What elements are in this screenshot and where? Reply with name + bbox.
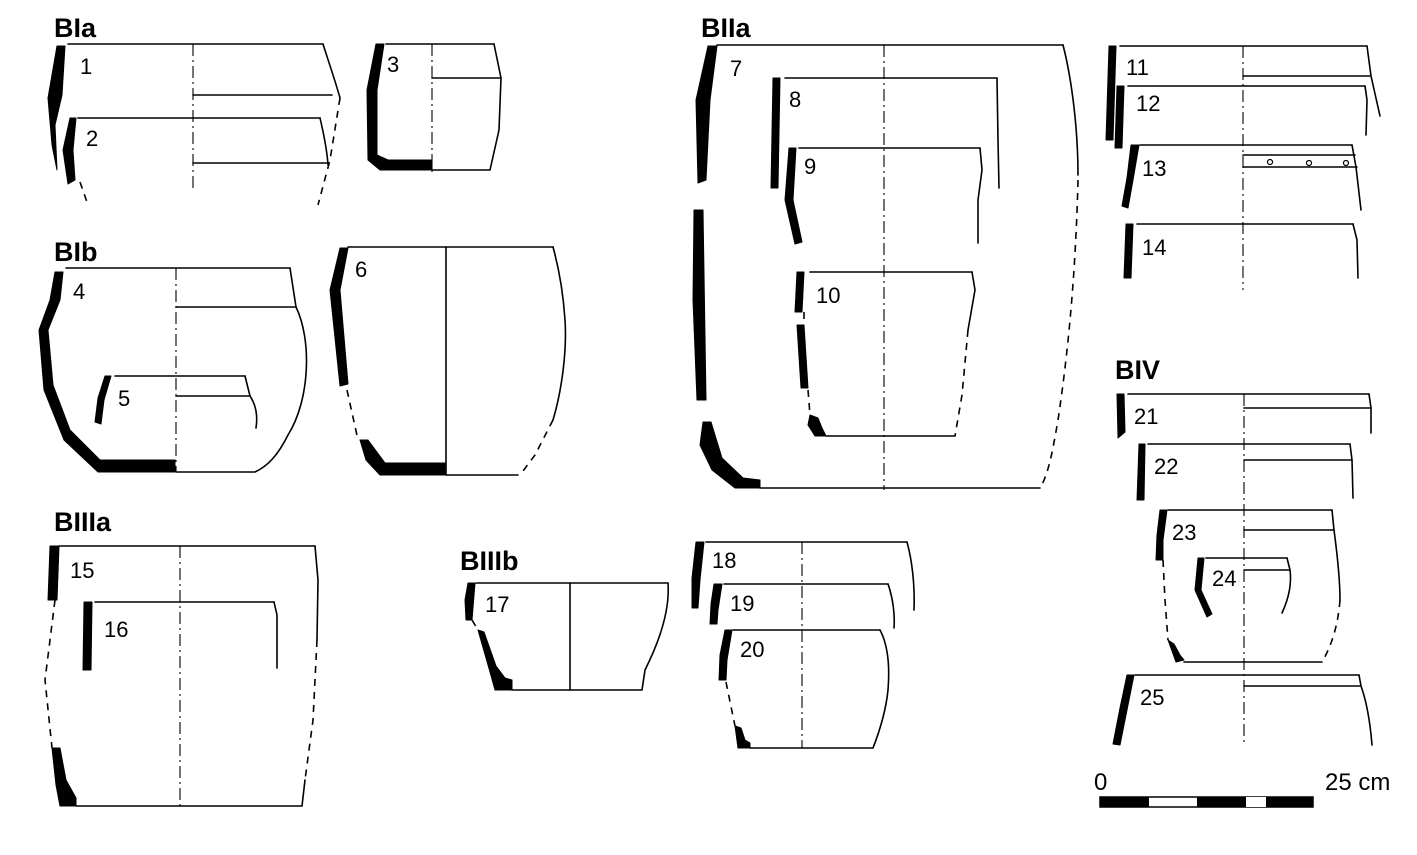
vessel-3: 3 xyxy=(366,43,502,172)
group-label-bia: BIa xyxy=(54,13,97,43)
vessel-number-6: 6 xyxy=(355,257,367,282)
vessel-1: 1 xyxy=(47,43,341,206)
vessel-8: 8 xyxy=(770,77,1000,189)
group-label-biiib: BIIIb xyxy=(460,546,519,576)
group-label-biv: BIV xyxy=(1115,355,1160,385)
vessel-12: 12 xyxy=(1114,85,1368,149)
vessel-6: 6 xyxy=(329,246,567,476)
scale-label-start: 0 xyxy=(1094,769,1107,796)
vessel-13: 13 xyxy=(1121,144,1362,211)
vessel-number-5: 5 xyxy=(118,386,130,411)
vessel-number-20: 20 xyxy=(740,637,764,662)
vessel-number-21: 21 xyxy=(1134,404,1158,429)
group-label-bib: BIb xyxy=(54,237,98,267)
vessel-15: 15 xyxy=(44,545,319,807)
vessel-23: 23 xyxy=(1155,509,1341,663)
vessel-number-22: 22 xyxy=(1154,454,1178,479)
vessel-number-14: 14 xyxy=(1142,235,1166,260)
scale-bar: 0 25 cm xyxy=(1094,769,1390,808)
vessel-16: 16 xyxy=(82,601,278,671)
group-label-biiia: BIIIa xyxy=(54,507,112,537)
vessel-number-3: 3 xyxy=(387,52,399,77)
vessel-number-25: 25 xyxy=(1140,685,1164,710)
vessel-number-11: 11 xyxy=(1126,55,1149,80)
vessel-19: 19 xyxy=(709,583,896,629)
vessel-10: 10 xyxy=(794,271,976,437)
vessel-number-19: 19 xyxy=(730,591,754,616)
vessel-7: 7 xyxy=(692,44,1079,490)
vessel-4: 4 xyxy=(38,267,308,473)
group-label-biia: BIIa xyxy=(701,13,752,43)
vessel-20: 20 xyxy=(718,629,890,749)
vessel-number-8: 8 xyxy=(789,87,801,112)
vessel-number-15: 15 xyxy=(70,558,94,583)
vessel-24: 24 xyxy=(1194,557,1292,618)
vessel-number-4: 4 xyxy=(73,279,85,304)
vessel-14: 14 xyxy=(1123,223,1359,279)
vessel-number-7: 7 xyxy=(730,56,742,81)
vessel-number-10: 10 xyxy=(816,283,840,308)
vessel-number-16: 16 xyxy=(104,617,128,642)
vessel-2: 2 xyxy=(62,117,329,206)
vessel-18: 18 xyxy=(691,541,915,748)
vessel-number-18: 18 xyxy=(712,548,736,573)
vessel-11: 11 xyxy=(1105,45,1381,290)
vessel-number-9: 9 xyxy=(804,154,816,179)
vessel-5: 5 xyxy=(94,375,258,429)
vessel-number-2: 2 xyxy=(86,126,98,151)
vessel-17: 17 xyxy=(464,582,670,691)
vessel-9: 9 xyxy=(784,147,983,245)
scale-label-end: 25 cm xyxy=(1325,769,1390,796)
vessel-22: 22 xyxy=(1136,443,1354,501)
vessel-number-1: 1 xyxy=(80,54,92,79)
vessel-number-24: 24 xyxy=(1212,566,1236,591)
vessel-number-23: 23 xyxy=(1172,520,1196,545)
vessel-number-13: 13 xyxy=(1142,156,1166,181)
vessel-25: 25 xyxy=(1112,674,1373,746)
vessel-number-12: 12 xyxy=(1136,91,1160,116)
vessel-number-17: 17 xyxy=(485,592,509,617)
